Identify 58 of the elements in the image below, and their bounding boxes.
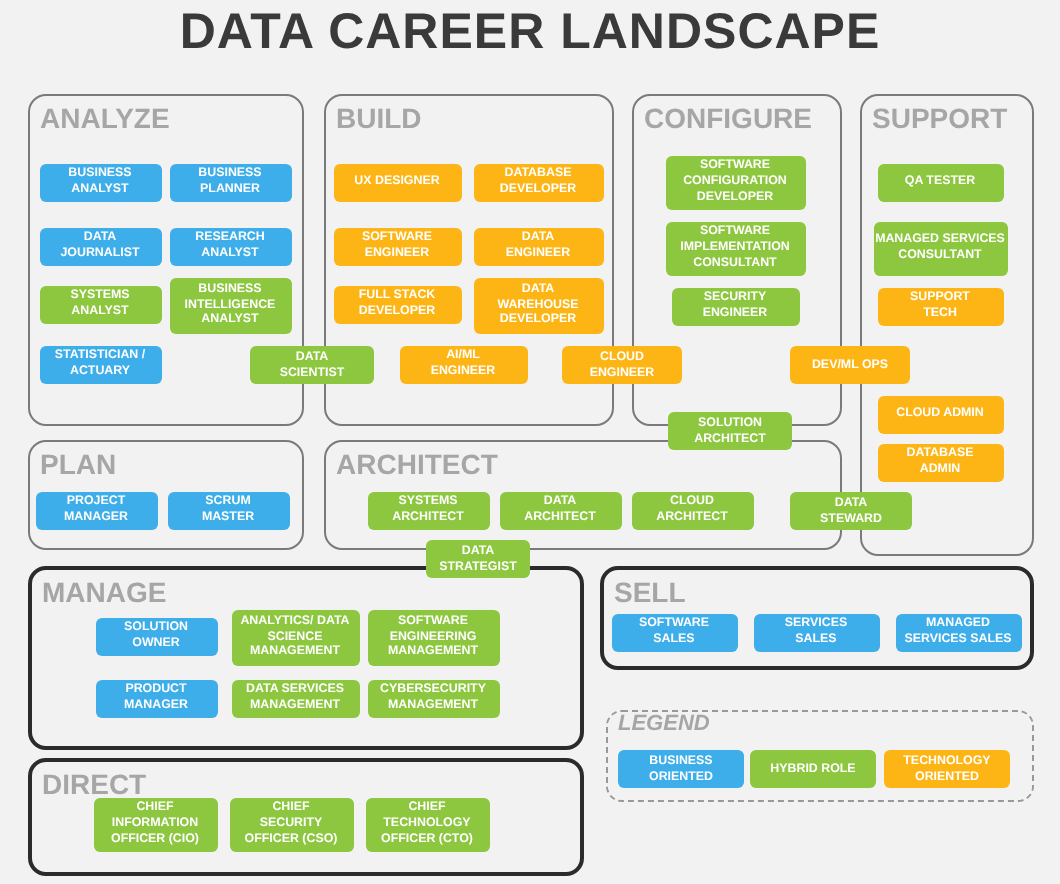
role-box	[665, 221, 805, 275]
role-box	[562, 346, 682, 384]
group-heading: DIRECT	[42, 768, 147, 800]
role-box	[39, 345, 161, 383]
role-box	[399, 345, 527, 383]
role-box	[39, 163, 161, 201]
role-box	[426, 540, 530, 578]
role-box	[499, 491, 621, 529]
role-box	[93, 797, 217, 851]
role-box	[877, 395, 1003, 433]
role-box	[95, 679, 217, 717]
role-box	[367, 679, 499, 717]
group-frame	[28, 440, 304, 550]
group-heading: PLAN	[40, 448, 117, 480]
group-heading: MANAGE	[42, 576, 167, 608]
group-heading: CONFIGURE	[644, 102, 812, 134]
group-heading: SELL	[614, 576, 686, 608]
group-heading: ANALYZE	[40, 102, 170, 134]
diagram-title: DATA CAREER LANDSCAPE	[177, 4, 883, 62]
role-box	[877, 163, 1003, 201]
role-box	[365, 797, 489, 851]
role-box	[231, 679, 359, 717]
group-frame	[600, 566, 1034, 670]
role-box	[39, 227, 161, 265]
role-box	[895, 613, 1021, 651]
role-box	[333, 163, 461, 201]
role-box	[367, 491, 489, 529]
role-box	[671, 287, 799, 325]
role-box	[333, 285, 461, 323]
role-box	[668, 412, 792, 450]
group-heading: ARCHITECT	[336, 448, 498, 480]
group-frame	[28, 758, 584, 876]
legend-heading: LEGEND	[618, 712, 710, 736]
role-box	[873, 221, 1007, 275]
role-box	[877, 443, 1003, 481]
role-box	[473, 163, 603, 201]
role-box	[250, 346, 374, 384]
role-box	[753, 613, 879, 651]
role-box	[169, 227, 291, 265]
role-box	[229, 797, 353, 851]
role-box	[473, 277, 603, 333]
role-box	[169, 163, 291, 201]
role-box	[367, 609, 499, 665]
role-box	[169, 277, 291, 333]
role-box	[167, 491, 289, 529]
role-box	[95, 617, 217, 655]
role-box	[631, 491, 753, 529]
role-box	[611, 613, 737, 651]
group-heading: BUILD	[336, 102, 422, 134]
role-box	[35, 491, 157, 529]
role-box	[877, 287, 1003, 325]
role-box	[790, 346, 910, 384]
role-box	[39, 285, 161, 323]
role-box	[665, 155, 805, 209]
role-box	[473, 227, 603, 265]
group-heading: SUPPORT	[872, 102, 1008, 134]
role-box	[790, 492, 912, 530]
role-box	[333, 227, 461, 265]
